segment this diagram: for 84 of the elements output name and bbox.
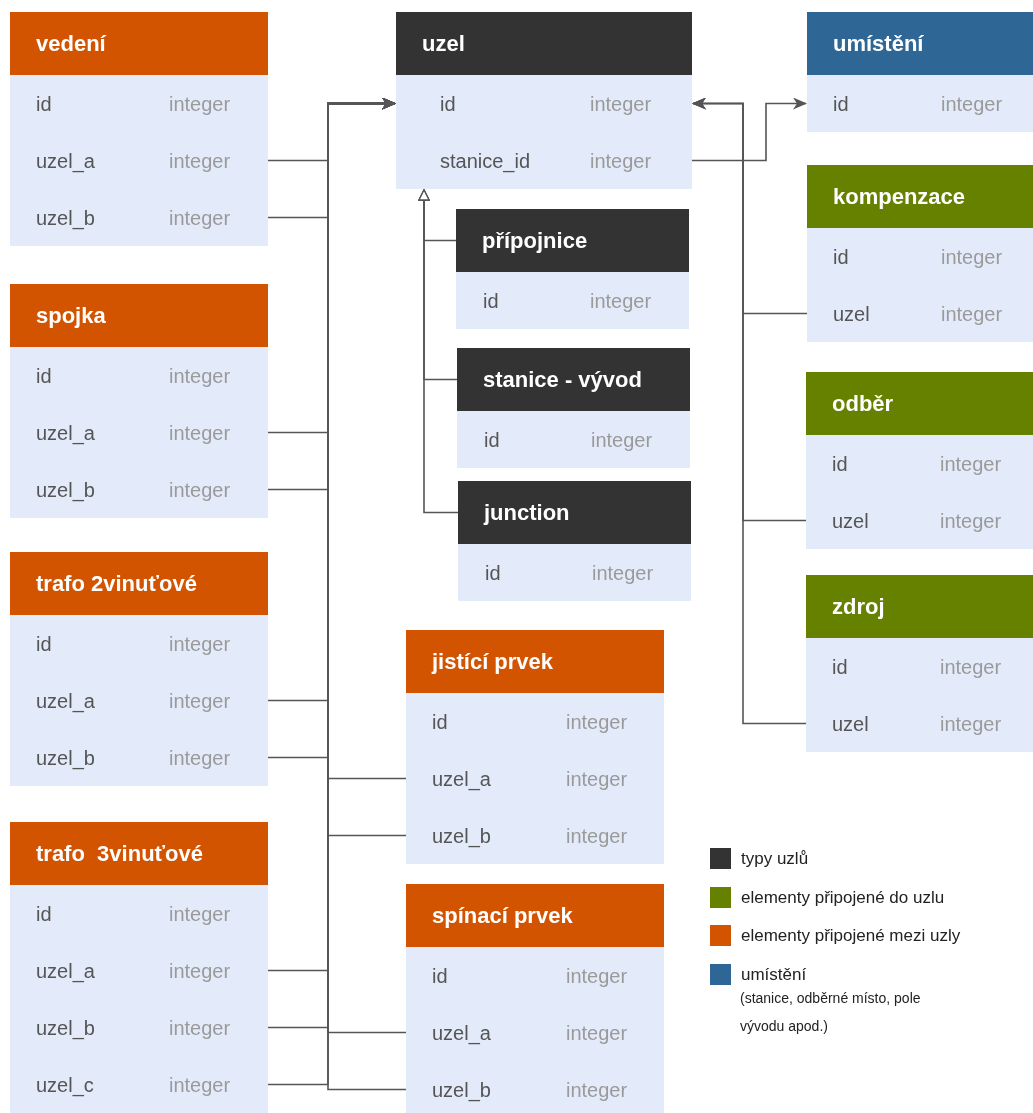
legend-text: elementy připojené do uzlu (741, 886, 945, 909)
field-type: integer (941, 91, 1003, 117)
field-type: integer (590, 288, 652, 314)
table-header: junction (458, 481, 691, 544)
field-type: integer (169, 420, 231, 446)
field-name: uzel (832, 711, 870, 737)
field-type: integer (566, 963, 628, 989)
arrow (692, 97, 807, 725)
table-header: spínací prvek (406, 884, 664, 947)
field-type: integer (941, 244, 1003, 270)
table-header: trafo 2vinuťové (10, 552, 268, 615)
field-name: id (833, 244, 850, 270)
field-type: integer (169, 363, 231, 389)
table-header: uzel (396, 12, 692, 75)
field-type: integer (591, 427, 653, 453)
field-type: integer (169, 1015, 231, 1041)
field-name: id (485, 560, 502, 586)
field-name: uzel_b (432, 823, 492, 850)
table-header: stanice - vývod (457, 348, 690, 411)
field-name: id (832, 654, 849, 680)
field-type: integer (169, 91, 231, 117)
table-header: odběr (806, 372, 1033, 435)
field-type: integer (590, 91, 652, 117)
field-type: integer (169, 631, 231, 657)
table-header: přípojnice (456, 209, 689, 272)
field-type: integer (169, 901, 231, 927)
field-name: uzel_a (432, 766, 492, 793)
field-name: id (483, 288, 500, 314)
field-type: integer (169, 1072, 231, 1098)
field-type: integer (941, 301, 1003, 327)
field-name: id (440, 91, 457, 117)
field-type: integer (169, 148, 231, 174)
field-type: integer (566, 709, 628, 735)
field-type: integer (169, 745, 231, 771)
field-type: integer (590, 148, 652, 174)
field-type: integer (566, 823, 628, 849)
field-name: id (36, 91, 53, 117)
field-type: integer (169, 477, 231, 503)
field-type: integer (169, 958, 231, 984)
note-text: (stanice, odběrné místo, pole vývodu apod.) (740, 989, 922, 1036)
table-header: umístění (807, 12, 1033, 75)
field-type: integer (940, 451, 1002, 477)
field-name: uzel_b (36, 1015, 96, 1042)
arrow (691, 97, 807, 162)
field-name: id (432, 963, 449, 989)
field-name: uzel_b (432, 1077, 492, 1104)
table-header: zdroj (806, 575, 1033, 638)
field-name: uzel_a (36, 420, 96, 447)
table-header: spojka (10, 284, 268, 347)
field-name: uzel (832, 508, 870, 534)
table-header: jistící prvek (406, 630, 664, 693)
field-name: uzel_b (36, 477, 96, 504)
field-type: integer (940, 711, 1002, 737)
field-type: integer (566, 1020, 628, 1046)
field-name: id (833, 91, 850, 117)
field-name: id (484, 427, 501, 453)
field-name: id (432, 709, 449, 735)
field-name: id (36, 631, 53, 657)
field-name: uzel_b (36, 745, 96, 772)
legend-text: typy uzlů (741, 848, 809, 870)
field-name: uzel_c (36, 1072, 95, 1099)
table-header: kompenzace (807, 165, 1033, 228)
field-name: id (36, 363, 53, 389)
table-header: trafo 3vinuťové (10, 822, 268, 885)
legend-text: umístění (741, 963, 807, 986)
inheritance-arrow (418, 189, 459, 514)
field-type: integer (940, 508, 1002, 534)
field-type: integer (169, 205, 231, 231)
field-name: id (36, 901, 53, 927)
field-type: integer (566, 1077, 628, 1103)
field-name: uzel_a (36, 688, 96, 715)
field-name: uzel_a (36, 148, 96, 175)
legend-text: elementy připojené mezi uzly (741, 925, 961, 947)
field-name: uzel_b (36, 205, 96, 232)
field-type: integer (940, 654, 1002, 680)
field-name: id (832, 451, 849, 477)
table-header: vedení (10, 12, 268, 75)
field-type: integer (566, 766, 628, 792)
field-name: uzel_a (36, 958, 96, 985)
field-name: stanice_id (440, 148, 532, 175)
field-type: integer (169, 688, 231, 714)
field-name: uzel (833, 301, 871, 327)
field-type: integer (592, 560, 654, 586)
field-name: uzel_a (432, 1020, 492, 1047)
